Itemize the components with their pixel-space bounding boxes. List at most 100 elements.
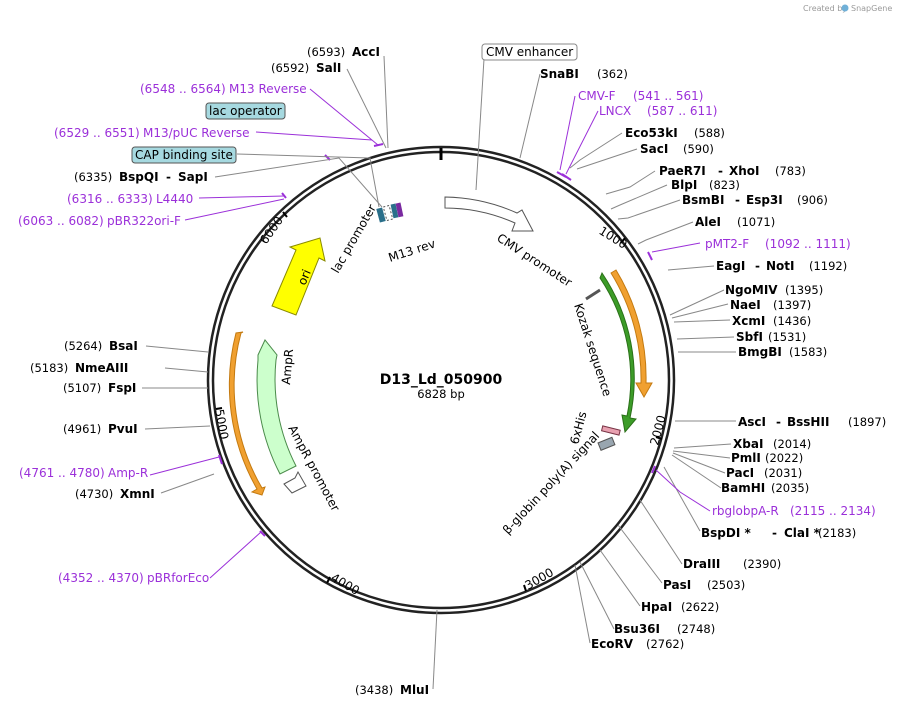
clai-name[interactable]: ClaI * xyxy=(784,526,821,540)
draiii-name[interactable]: DraIII xyxy=(683,557,720,571)
sali-name[interactable]: SalI xyxy=(316,61,341,75)
bspqi-sep: - xyxy=(166,170,171,184)
saci-name[interactable]: SacI xyxy=(640,142,668,156)
paci-pos: (2031) xyxy=(764,466,802,480)
pvui-pos: (4961) xyxy=(63,422,101,436)
cds-green[interactable] xyxy=(599,271,637,434)
paer7i-pos: (783) xyxy=(775,164,806,178)
bspqi-pos: (6335) xyxy=(74,170,112,184)
noti-name[interactable]: NotI xyxy=(766,259,795,273)
cmvf-name[interactable]: CMV-F xyxy=(578,89,616,103)
ngomiv-name[interactable]: NgoMIV xyxy=(725,283,778,297)
lac-promoter-label: lac promoter xyxy=(328,202,379,276)
l4440-name[interactable]: L4440 xyxy=(156,192,193,206)
bspdi-name[interactable]: BspDI * xyxy=(701,526,751,540)
cds-orange-left[interactable] xyxy=(228,331,266,496)
bspqi-name[interactable]: BspQI xyxy=(119,170,159,184)
ampr-primer-name[interactable]: Amp-R xyxy=(108,466,148,480)
paci-name[interactable]: PacI xyxy=(726,466,754,480)
cmv-enhancer-box[interactable] xyxy=(481,43,578,61)
fspi-pos: (5107) xyxy=(63,381,101,395)
tick-5000 xyxy=(215,407,223,410)
xcmi-name[interactable]: XcmI xyxy=(732,314,765,328)
bsu36i-name[interactable]: Bsu36I xyxy=(614,622,660,636)
ecorv-name[interactable]: EcoRV xyxy=(591,637,634,651)
blpi-name[interactable]: BlpI xyxy=(671,178,697,192)
kozak-mark xyxy=(585,288,601,301)
bsai-name[interactable]: BsaI xyxy=(109,339,138,353)
alei-name[interactable]: AleI xyxy=(695,215,721,229)
esp3i-name[interactable]: Esp3I xyxy=(746,193,783,207)
m13puc-name[interactable]: M13/pUC Reverse xyxy=(143,126,250,140)
cmvf-pos: (541 .. 561) xyxy=(633,89,703,103)
paer7i-name[interactable]: PaeR7I xyxy=(659,164,706,178)
asci-name[interactable]: AscI xyxy=(738,415,766,429)
polya-box[interactable] xyxy=(597,436,616,451)
bsshii-name[interactable]: BssHII xyxy=(787,415,829,429)
draiii-pos: (2390) xyxy=(743,557,781,571)
ngomiv-pos: (1395) xyxy=(785,283,823,297)
ampr-label: AmpR xyxy=(279,348,296,385)
rbglobpa-pos: (2115 .. 2134) xyxy=(790,504,876,518)
pmli-name[interactable]: PmlI xyxy=(731,451,761,465)
cds-orange-right[interactable] xyxy=(610,269,653,399)
tick-label-3000: 3000 xyxy=(523,565,556,592)
hpai-name[interactable]: HpaI xyxy=(641,600,672,614)
snabi-name[interactable]: SnaBI xyxy=(540,67,579,81)
ampr-arrow[interactable] xyxy=(256,339,297,475)
lac-promoter-mark xyxy=(382,204,394,222)
bamhi-pos: (2035) xyxy=(771,481,809,495)
eco53ki-name[interactable]: Eco53kI xyxy=(625,126,678,140)
credit-brand: SnapGene xyxy=(851,4,892,13)
tick-6000 xyxy=(282,211,288,218)
pvui-name[interactable]: PvuI xyxy=(108,422,138,436)
pasi-name[interactable]: PasI xyxy=(663,578,691,592)
ampr-primer-pos: (4761 .. 4780) xyxy=(19,466,105,480)
sapi-name[interactable]: SapI xyxy=(178,170,208,184)
xmni-name[interactable]: XmnI xyxy=(120,487,155,501)
naei-pos: (1397) xyxy=(773,298,811,312)
tick-4000 xyxy=(326,576,331,584)
bmgbi-name[interactable]: BmgBI xyxy=(738,345,782,359)
rbglobpa-name[interactable]: rbglobpA-R xyxy=(712,504,779,518)
pmli-pos: (2022) xyxy=(765,451,803,465)
xhoi-name[interactable]: XhoI xyxy=(729,164,760,178)
acci-name[interactable]: AccI xyxy=(352,45,380,59)
lncx-name[interactable]: LNCX xyxy=(599,104,631,118)
pbrforeco-name[interactable]: pBRforEco xyxy=(147,571,209,585)
ori-arrow[interactable] xyxy=(271,237,326,316)
m13rev-name[interactable]: M13 Reverse xyxy=(229,82,307,96)
bamhi-name[interactable]: BamHI xyxy=(721,481,765,495)
polya-label: β-globin poly(A) signal xyxy=(500,429,602,537)
mlui-name[interactable]: MluI xyxy=(400,683,429,697)
sbfi-pos: (1531) xyxy=(768,330,806,344)
pmt2f-name[interactable]: pMT2-F xyxy=(705,237,749,251)
fspi-name[interactable]: FspI xyxy=(108,381,136,395)
leader-lines xyxy=(142,55,736,690)
sbfi-name[interactable]: SbfI xyxy=(736,330,763,344)
lac-operator-label: lac operator xyxy=(209,104,282,118)
nmeaiii-name[interactable]: NmeAIII xyxy=(75,361,128,375)
his-tag-box[interactable] xyxy=(600,425,621,436)
lac-operator-box[interactable] xyxy=(205,102,286,120)
mlui-pos: (3438) xyxy=(355,683,393,697)
tick-marks xyxy=(215,211,663,592)
xmni-pos: (4730) xyxy=(75,487,113,501)
bsmbi-name[interactable]: BsmBI xyxy=(682,193,724,207)
snapgene-logo-icon xyxy=(841,4,849,12)
snabi-pos: (362) xyxy=(597,67,628,81)
cmv-promoter-arrow[interactable] xyxy=(444,196,534,232)
pbr322ori-name[interactable]: pBR322ori-F xyxy=(107,214,181,228)
naei-name[interactable]: NaeI xyxy=(730,298,761,312)
xbai-pos: (2014) xyxy=(773,437,811,451)
tick-3000 xyxy=(523,584,527,592)
plasmid-size: 6828 bp xyxy=(417,387,465,401)
cmv-enhancer-label: CMV enhancer xyxy=(486,45,573,59)
bspdi-sep: - xyxy=(772,526,777,540)
cap-site-box[interactable] xyxy=(131,146,237,164)
eagi-name[interactable]: EagI xyxy=(716,259,745,273)
xbai-name[interactable]: XbaI xyxy=(733,437,763,451)
ampr-promoter-arrow[interactable] xyxy=(283,470,307,494)
acci-pos: (6593) xyxy=(307,45,345,59)
